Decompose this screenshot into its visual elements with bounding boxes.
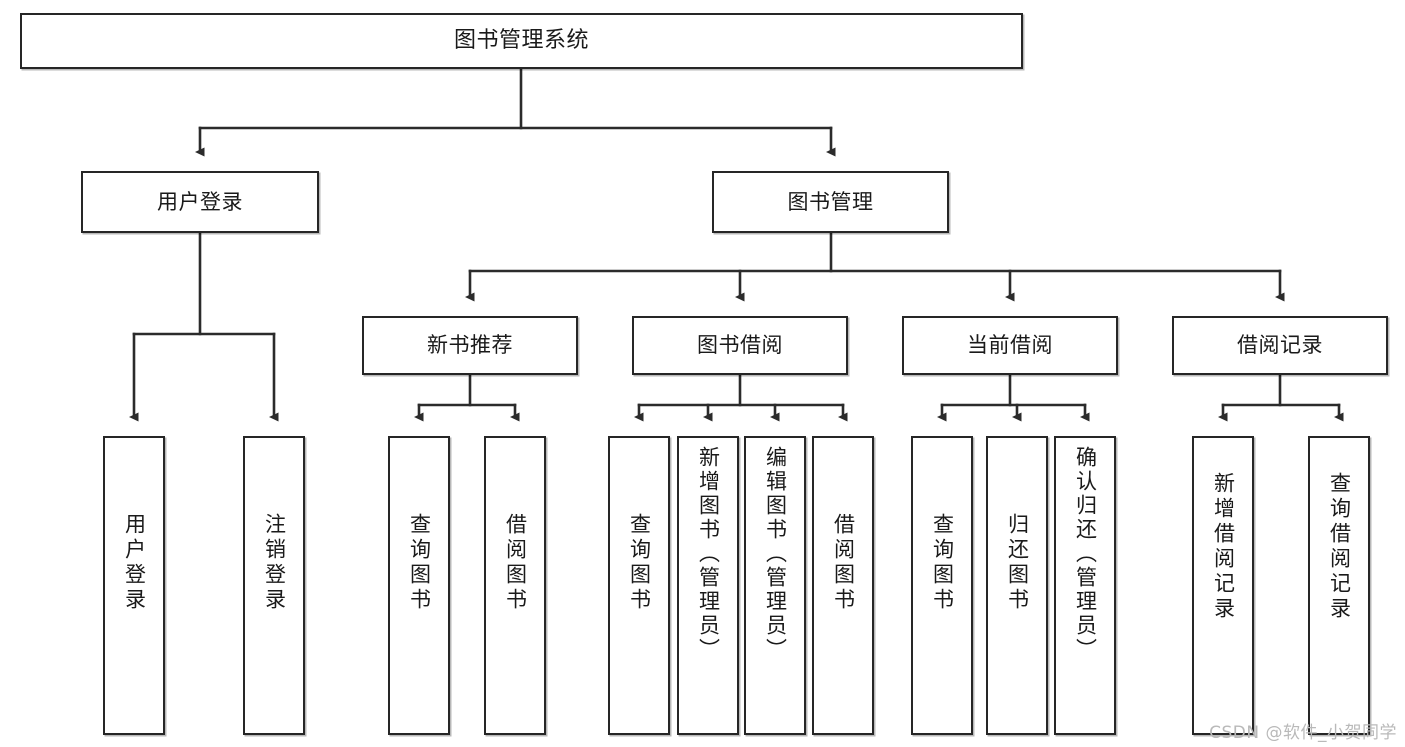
node-current-borrow-label: 当前借阅: [967, 333, 1053, 358]
node-leaf-query-book-2-label: 查询图书: [627, 513, 652, 613]
node-book-borrow[interactable]: 图书借阅: [632, 316, 848, 375]
node-leaf-logout-label: 注销登录: [262, 513, 287, 613]
node-new-book-rec[interactable]: 新书推荐: [362, 316, 578, 375]
node-leaf-confirm-return[interactable]: 确认归还（管理员）: [1054, 436, 1116, 735]
node-leaf-add-record[interactable]: 新增借阅记录: [1192, 436, 1254, 735]
node-leaf-add-book[interactable]: 新增图书（管理员）: [677, 436, 739, 735]
node-leaf-return-book[interactable]: 归还图书: [986, 436, 1048, 735]
node-leaf-query-book-1-label: 查询图书: [407, 513, 432, 613]
node-current-borrow[interactable]: 当前借阅: [902, 316, 1118, 375]
node-leaf-edit-book-label: 编辑图书（管理员）: [763, 446, 788, 662]
node-book-borrow-label: 图书借阅: [697, 333, 783, 358]
node-leaf-edit-book[interactable]: 编辑图书（管理员）: [744, 436, 806, 735]
node-root[interactable]: 图书管理系统: [20, 13, 1023, 69]
node-user-login-label: 用户登录: [157, 189, 243, 214]
node-leaf-borrow-book-1-label: 借阅图书: [503, 513, 528, 613]
node-leaf-query-record[interactable]: 查询借阅记录: [1308, 436, 1370, 735]
node-leaf-borrow-book-2[interactable]: 借阅图书: [812, 436, 874, 735]
node-leaf-query-record-label: 查询借阅记录: [1327, 472, 1352, 622]
node-new-book-rec-label: 新书推荐: [427, 333, 513, 358]
node-book-manage[interactable]: 图书管理: [712, 171, 949, 233]
node-leaf-return-book-label: 归还图书: [1005, 513, 1030, 613]
node-leaf-confirm-return-label: 确认归还（管理员）: [1073, 446, 1098, 662]
node-user-login[interactable]: 用户登录: [81, 171, 319, 233]
node-borrow-record-label: 借阅记录: [1237, 333, 1323, 358]
node-leaf-borrow-book-2-label: 借阅图书: [831, 513, 856, 613]
node-leaf-user-login-label: 用户登录: [122, 513, 147, 613]
node-leaf-borrow-book-1[interactable]: 借阅图书: [484, 436, 546, 735]
watermark: CSDN @软件_小贺同学: [1209, 723, 1397, 743]
node-borrow-record[interactable]: 借阅记录: [1172, 316, 1388, 375]
node-leaf-query-book-3[interactable]: 查询图书: [911, 436, 973, 735]
node-leaf-query-book-3-label: 查询图书: [930, 513, 955, 613]
node-leaf-query-book-2[interactable]: 查询图书: [608, 436, 670, 735]
node-leaf-query-book-1[interactable]: 查询图书: [388, 436, 450, 735]
node-root-label: 图书管理系统: [453, 28, 589, 54]
node-leaf-add-record-label: 新增借阅记录: [1211, 472, 1236, 622]
node-leaf-add-book-label: 新增图书（管理员）: [696, 446, 721, 662]
node-leaf-user-login[interactable]: 用户登录: [103, 436, 165, 735]
node-leaf-logout[interactable]: 注销登录: [243, 436, 305, 735]
node-book-manage-label: 图书管理: [787, 189, 874, 214]
